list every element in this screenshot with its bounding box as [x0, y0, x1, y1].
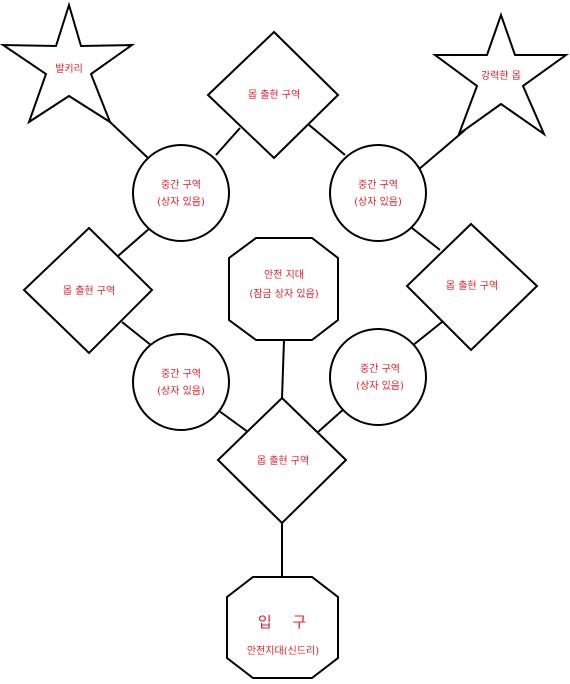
hexagon-entrance-line1: 입 구 — [258, 613, 314, 631]
circle-top-left-line2: (상자 있음) — [157, 196, 205, 208]
circle-node-bottom-right — [329, 328, 427, 426]
star-node-right — [431, 11, 570, 137]
star-node-left — [0, 1, 136, 125]
edge-diamond-top-to-circle-top-right — [307, 123, 346, 156]
edge-circle-top-left-to-diamond-mid-left — [117, 227, 151, 257]
circle-node-top-right — [329, 144, 427, 242]
star-left-label: 발키리 — [55, 63, 83, 75]
circle-bottom-left-line1: 중간 구역 — [161, 368, 201, 380]
edge-star-right-to-circle-top-right — [417, 129, 466, 171]
edge-hexagon-center-to-diamond-bottom — [281, 339, 285, 399]
diamond-node-mid-right — [405, 222, 539, 352]
circle-top-right-line1: 중간 구역 — [358, 179, 398, 191]
hexagon-node-center — [228, 237, 339, 341]
diamond-mid-right-label: 몹 출현 구역 — [446, 280, 498, 292]
circle-node-bottom-left — [132, 333, 230, 431]
diamond-mid-left-label: 몹 출현 구역 — [63, 285, 115, 297]
diamond-bottom-label: 몹 출현 구역 — [257, 455, 309, 467]
edge-diamond-mid-right-to-circle-bottom-right — [411, 321, 443, 347]
circle-top-right-line2: (상자 있음) — [354, 196, 402, 208]
connectors — [109, 121, 466, 578]
edge-diamond-mid-left-to-circle-bottom-left — [121, 321, 153, 347]
edge-circle-top-right-to-diamond-mid-right — [411, 227, 441, 251]
hexagon-node-entrance — [226, 576, 339, 679]
hexagon-entrance-line2: 안전지대(신드리) — [247, 645, 319, 657]
star-right-label: 강력한 몹 — [481, 70, 521, 82]
edge-diamond-top-to-circle-top-left — [215, 127, 241, 156]
hexagon-center-line2: (잠금 상자 있음) — [249, 288, 318, 300]
circle-node-top-left — [132, 144, 230, 242]
circle-bottom-right-line2: (상자 있음) — [356, 380, 404, 392]
circle-bottom-right-line1: 중간 구역 — [360, 363, 400, 375]
diamond-node-top — [206, 30, 340, 160]
circle-top-left-line1: 중간 구역 — [161, 179, 201, 191]
diamond-top-label: 몹 출현 구역 — [248, 89, 300, 101]
edge-star-left-to-circle-top-left — [109, 121, 149, 159]
hexagon-center-line1: 안전 지대 — [264, 269, 304, 281]
edge-circle-bottom-right-to-diamond-bottom — [317, 407, 346, 433]
circle-bottom-left-line2: (상자 있음) — [157, 385, 205, 397]
edge-circle-bottom-left-to-diamond-bottom — [214, 407, 249, 433]
diamond-node-bottom — [216, 396, 348, 525]
diamond-node-mid-left — [22, 226, 154, 355]
